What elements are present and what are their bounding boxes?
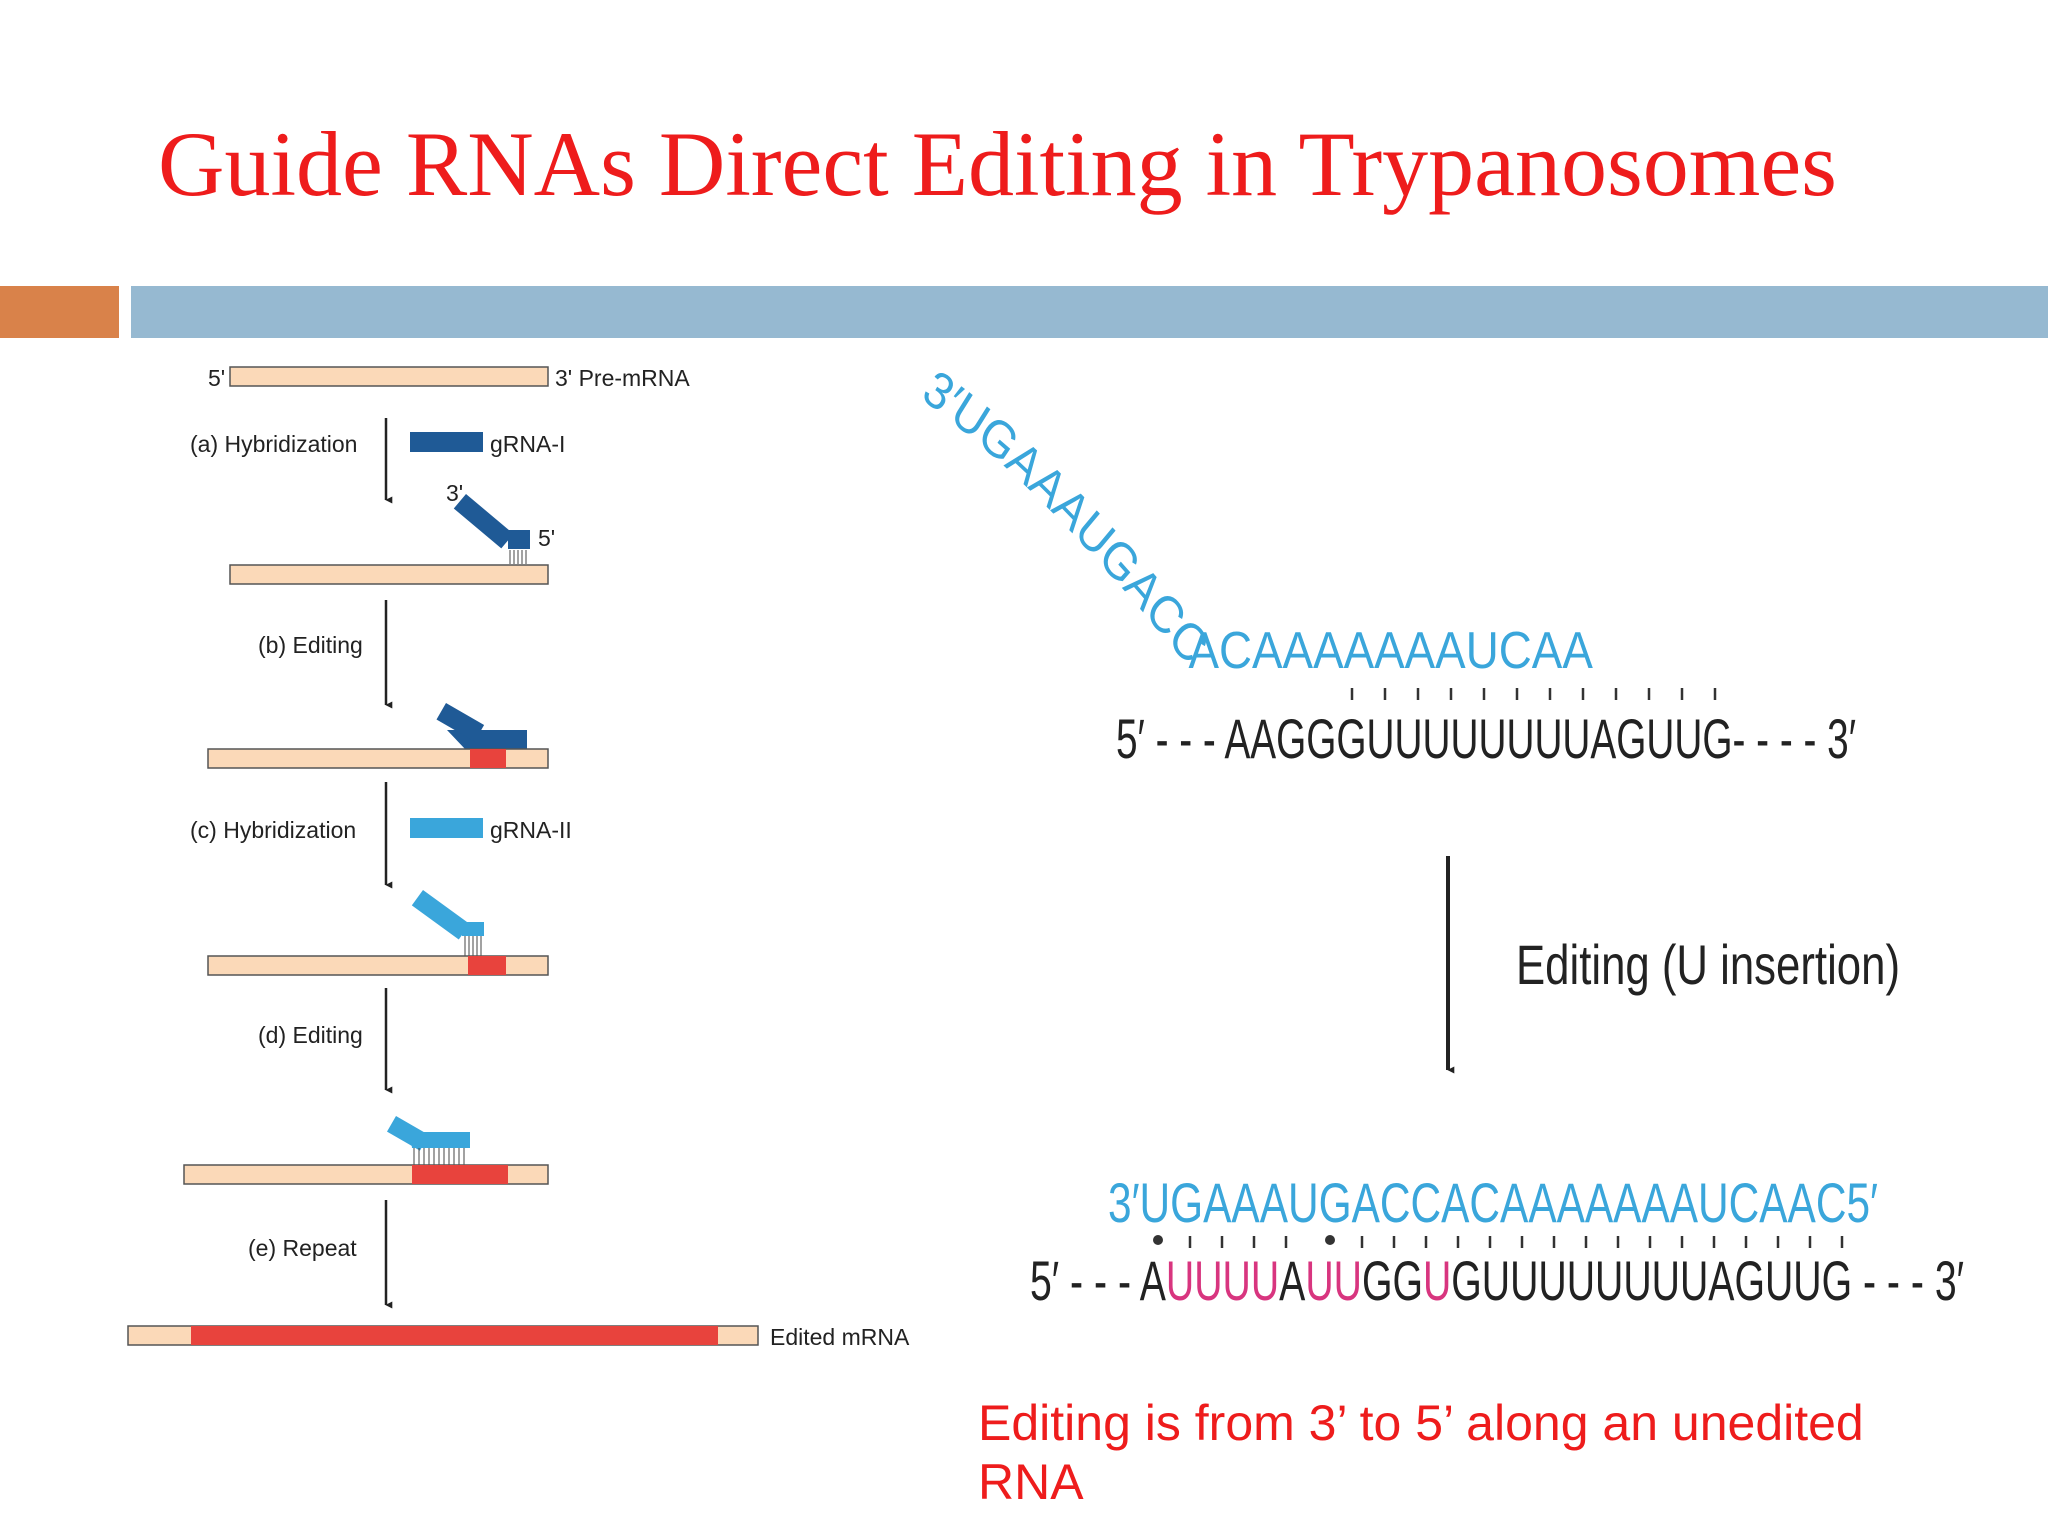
edited-segment-c: [468, 956, 506, 975]
edited-mrna-region: [191, 1326, 718, 1345]
pre-mrna-label: 3' Pre-mRNA: [555, 365, 690, 391]
grna-ii-label: gRNA-II: [490, 817, 572, 843]
mrna-bottom: 5′ - - - AUUUUAUUGGUGUUUUUUUUAGUUG - - -…: [1030, 1249, 1964, 1312]
grna-i-arm: [436, 703, 485, 742]
five-prime-label: 5': [208, 365, 225, 391]
accent-bar-blue: [131, 286, 2048, 338]
duplex-ticks-top: [1350, 688, 1717, 700]
mrna-bottom-mid-1: A: [1279, 1249, 1306, 1312]
edited-mrna-label: Edited mRNA: [770, 1324, 910, 1350]
step-c-label: (c) Hybridization: [190, 817, 356, 843]
grna-i-label: gRNA-I: [490, 431, 565, 457]
duplex-dots-bottom: [1153, 1235, 1335, 1245]
step-d-label: (d) Editing: [258, 1022, 363, 1048]
step-a-label: (a) Hybridization: [190, 431, 357, 457]
mrna-bottom-mid-2: GG: [1362, 1249, 1423, 1312]
edited-segment-b: [470, 749, 506, 768]
guide-rna-bottom: 3′UGAAAUGACCACAAAAAAAUCAAC5′: [1108, 1171, 1878, 1234]
base-pair-ticks-d: [413, 1148, 465, 1165]
left-panel: 5' 3' Pre-mRNA (a) Hybridization gRNA-I …: [127, 365, 910, 1350]
mrna-top: 5′ - - - AAGGGUUUUUUUUAGUUG- - - - 3′: [1116, 707, 1856, 770]
step-b-label: (b) Editing: [258, 632, 363, 658]
grna-ii-hybridized: [411, 890, 470, 940]
grna-three-prime: 3': [446, 480, 463, 506]
slide-title: Guide RNAs Direct Editing in Trypanosome…: [158, 113, 1837, 215]
grna-ii-tail: [462, 922, 484, 936]
inserted-u-3: U: [1423, 1249, 1451, 1312]
duplex-ticks-bottom: [1188, 1236, 1844, 1248]
inserted-u-1: UUUU: [1166, 1249, 1279, 1312]
grna-i-edited: [445, 730, 527, 749]
editing-label: Editing (U insertion): [1516, 933, 1900, 996]
accent-bar-orange: [0, 286, 119, 338]
pre-mrna-strand: [229, 366, 549, 387]
pre-mrna-strand-2: [229, 564, 549, 585]
base-pair-ticks: [509, 550, 527, 564]
inserted-u-2: UU: [1305, 1249, 1362, 1312]
grna-i-bar: [410, 432, 483, 452]
grna-i-tail: [508, 530, 530, 549]
grna-ii-arm: [387, 1116, 429, 1151]
edited-segment-d: [412, 1165, 508, 1184]
mrna-bottom-prefix: 5′ - - - A: [1030, 1249, 1166, 1312]
grna-five-prime: 5': [538, 525, 555, 551]
step-e-label: (e) Repeat: [248, 1235, 357, 1261]
slide-footnote: Editing is from 3’ to 5’ along an unedit…: [978, 1395, 1864, 1510]
pre-mrna-strand-4: [207, 955, 549, 976]
pre-mrna-strand-3: [207, 748, 549, 769]
grna-i-hybridized: [453, 494, 514, 549]
mrna-bottom-suffix: GUUUUUUUUAGUUG - - - 3′: [1451, 1249, 1964, 1312]
base-pair-ticks-c: [464, 936, 482, 956]
grna-ii-bar: [410, 818, 483, 838]
